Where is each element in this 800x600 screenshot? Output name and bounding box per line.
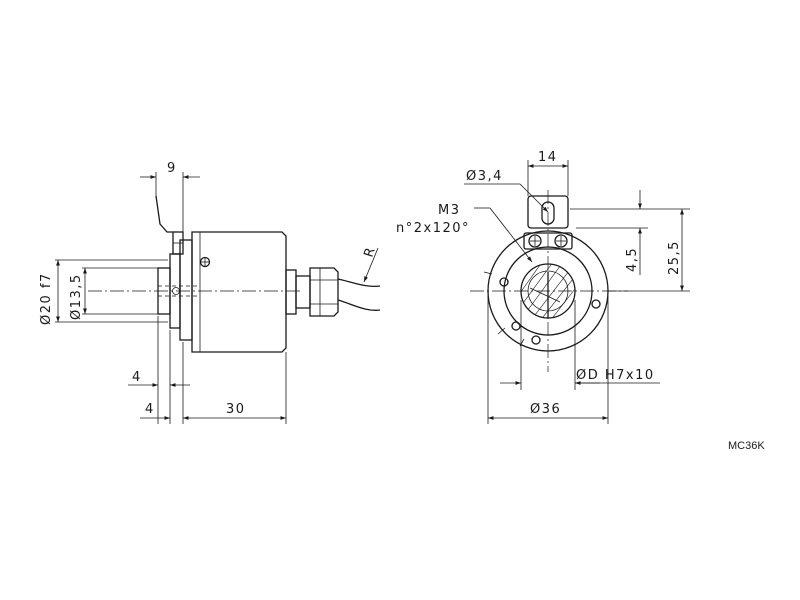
dim-small-height: 4,5 — [625, 247, 640, 272]
dim-left-upper-4: 4 — [132, 370, 142, 385]
cable-radius-label: R — [362, 245, 380, 260]
side-view: R 9 Ø20 f7 Ø13,5 4 4 30 — [39, 161, 381, 424]
bracket-screw-left — [528, 234, 542, 248]
dim-top-14: 14 — [538, 150, 558, 165]
dim-bore-diameter: ØD H7x10 — [576, 368, 655, 383]
dim-left-lower-4: 4 — [145, 402, 155, 417]
flange-collar — [179, 239, 193, 341]
model-code: MC36K — [728, 440, 765, 452]
dim-flange-diameter: Ø20 f7 — [39, 272, 54, 325]
thread-pattern-label: n°2x120° — [396, 221, 470, 236]
dim-top-9: 9 — [167, 161, 177, 176]
dim-hole-diameter: Ø3,4 — [466, 169, 503, 184]
flange-hole-4 — [531, 335, 541, 345]
flange-hole-2 — [511, 321, 521, 331]
dim-body-length-30: 30 — [226, 402, 246, 417]
bracket-plate — [527, 195, 569, 229]
cable-gland-cap — [309, 267, 339, 317]
thread-size-label: M3 — [438, 203, 461, 218]
bracket-screw-right — [554, 234, 568, 248]
mounting-bracket — [155, 195, 173, 233]
dim-large-height: 25,5 — [667, 240, 682, 275]
body-screw — [199, 256, 211, 268]
dim-shaft-diameter: Ø13,5 — [69, 273, 84, 320]
cable — [337, 278, 381, 288]
bracket-slot — [541, 201, 555, 225]
flange-circle — [503, 246, 593, 336]
cable-gland-base — [285, 269, 297, 315]
dim-outer-diameter: Ø36 — [530, 402, 561, 417]
flange-hole-1 — [499, 277, 509, 287]
encoder-body — [191, 231, 287, 353]
front-view: 14 Ø3,4 M3 n°2x120° 4,5 25,5 ØD H7x10 Ø3… — [396, 150, 690, 424]
flange-hole-3 — [591, 299, 601, 309]
cable-gland-nut — [295, 275, 311, 309]
